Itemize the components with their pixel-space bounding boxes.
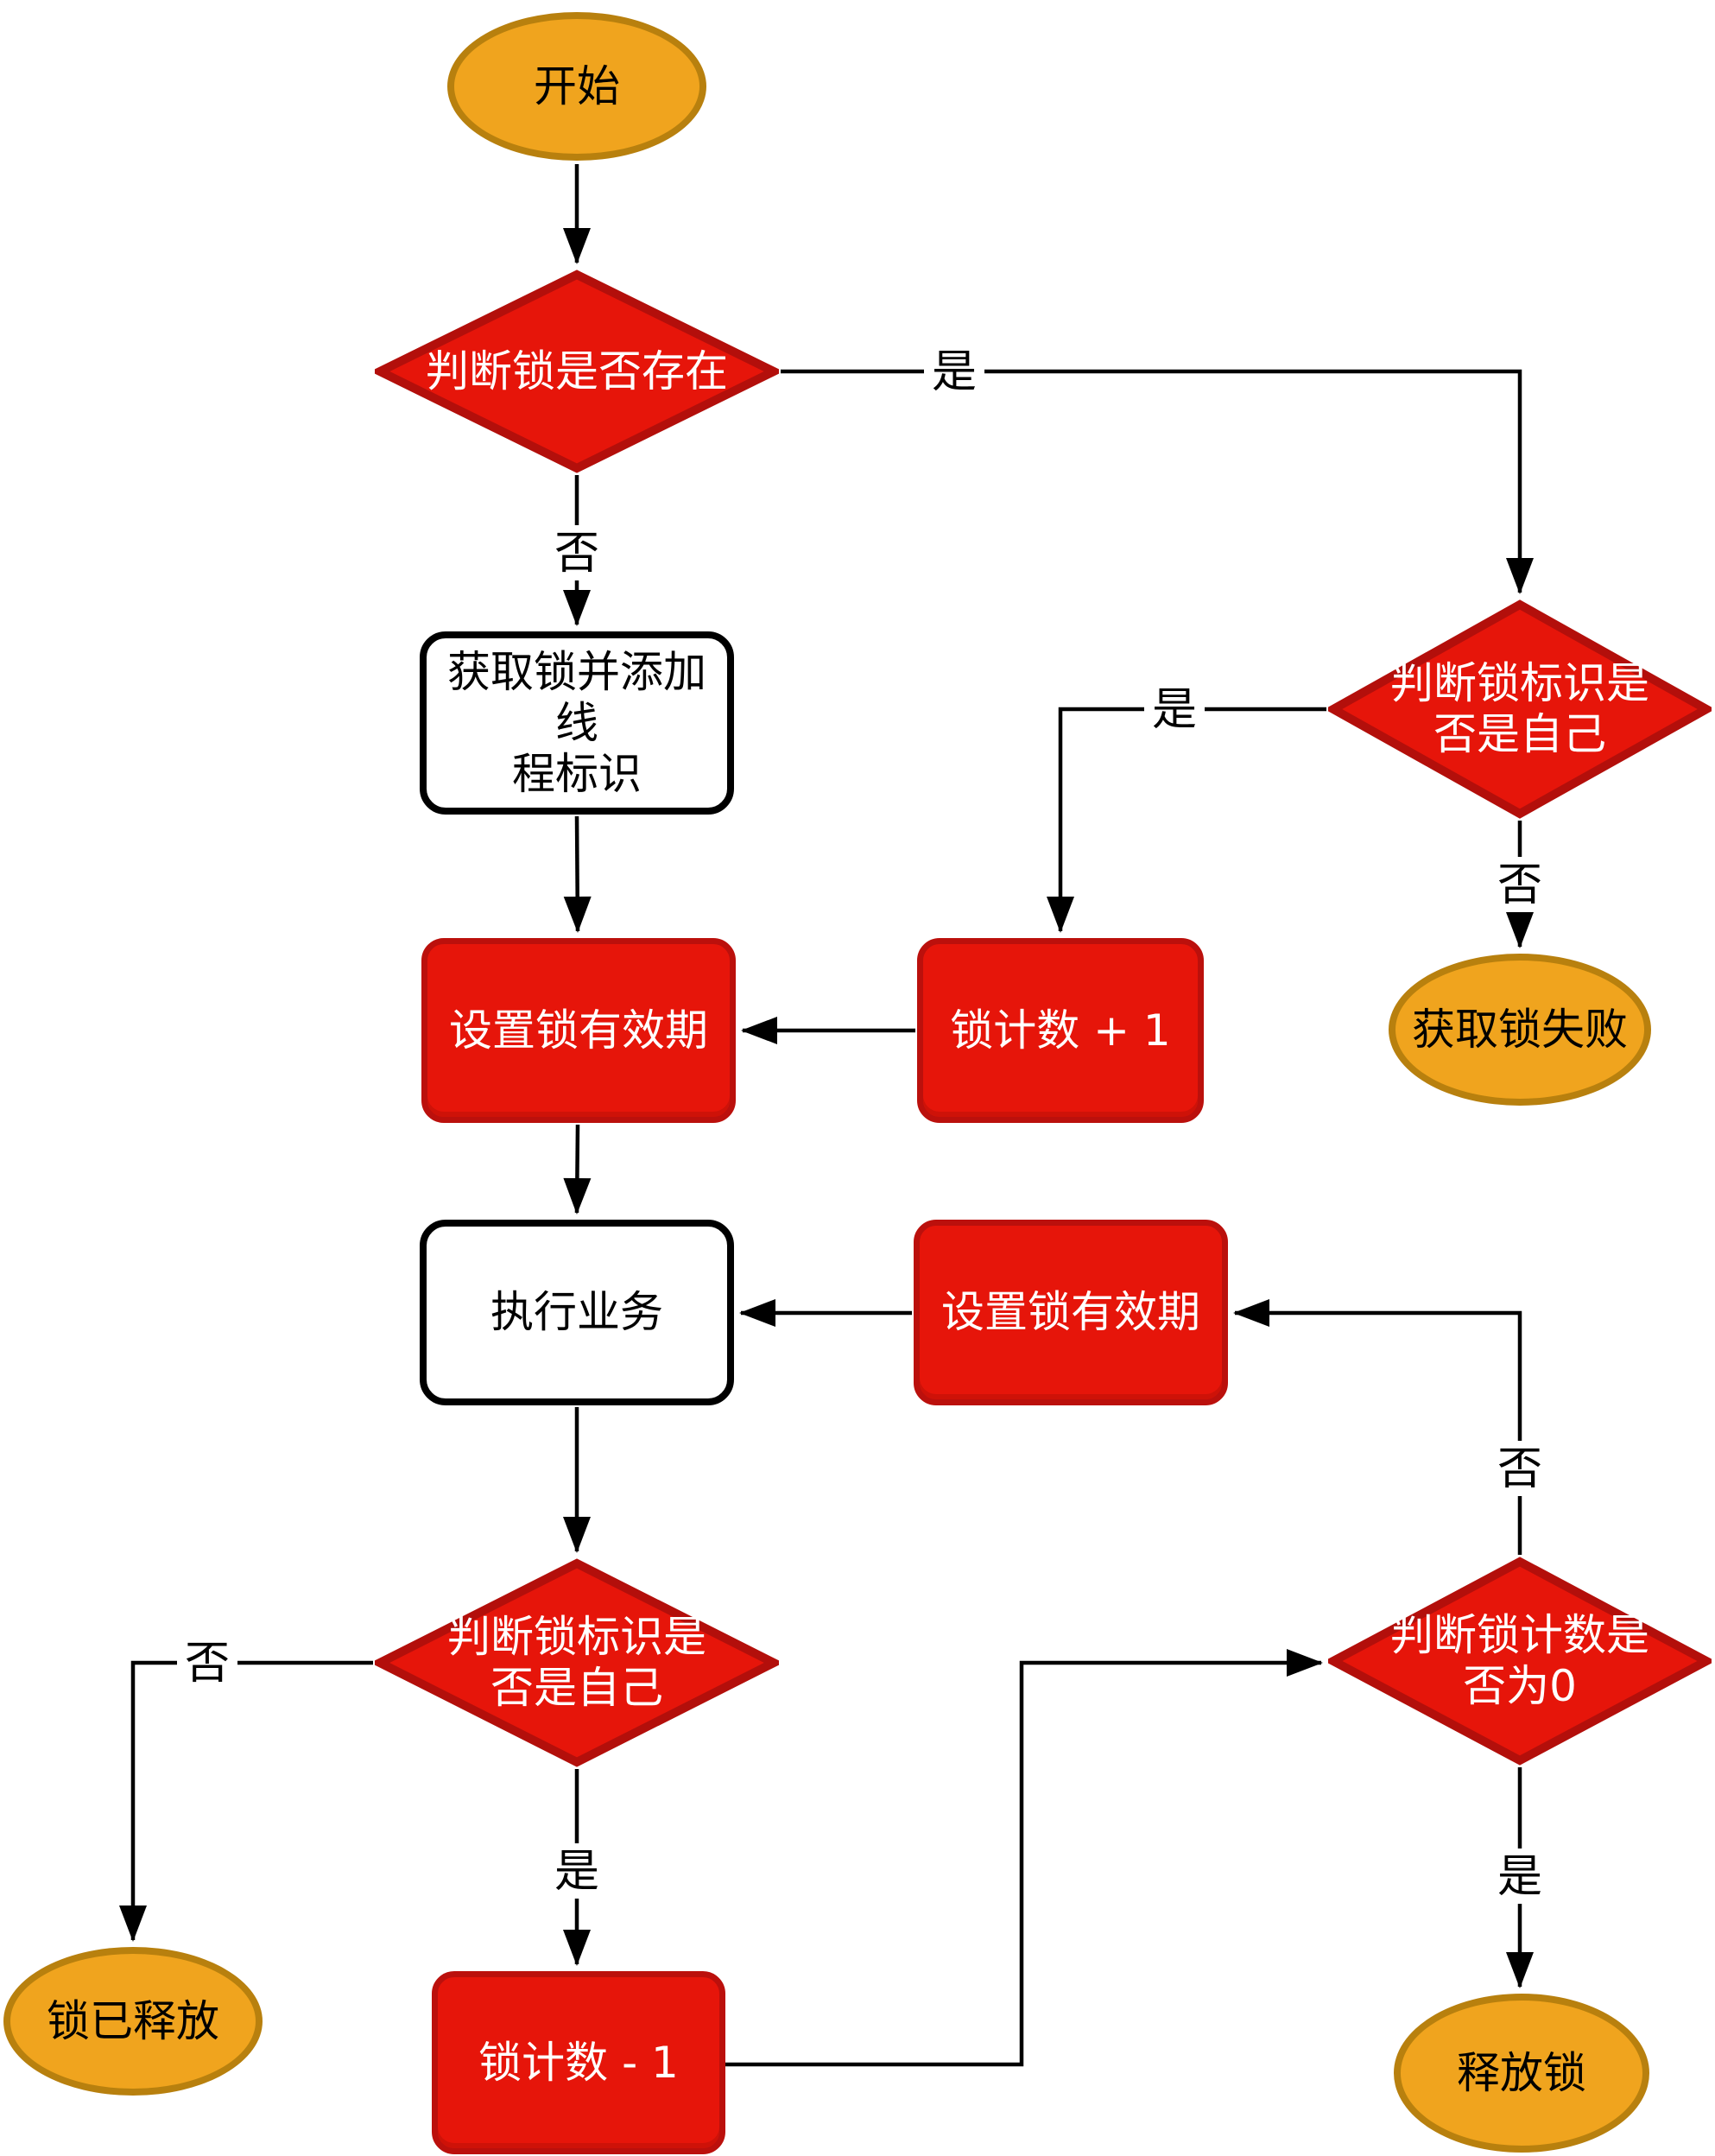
svg-text:是: 是 [932, 346, 977, 398]
svg-text:否: 否 [554, 528, 599, 580]
edge-label-count-zero-no: 否 [1490, 1441, 1550, 1496]
node-acquire-lock-add-thread-id-label: 获取锁并添加线 程标识 [447, 646, 706, 799]
edge-check-exists-yes-to-check-self-top [781, 369, 1534, 594]
edge-count-zero-no-to-set-expiry-2 [1233, 1299, 1522, 1555]
node-lock-count-minus-1-label: 锁计数 - 1 [478, 2037, 679, 2088]
node-acquire-lock-failed: 获取锁失败 [1389, 954, 1651, 1106]
diamond-shape [375, 1558, 779, 1767]
node-set-lock-expiry-2: 设置锁有效期 [914, 1220, 1228, 1405]
diamond-shape [1328, 1557, 1712, 1766]
node-check-lock-exists: 判断锁是否存在 [375, 270, 779, 473]
edge-label-self-bottom-yes: 是 [547, 1843, 607, 1899]
node-lock-released-label: 锁已释放 [47, 1995, 219, 2046]
svg-text:否: 否 [1497, 859, 1542, 911]
svg-text:否: 否 [185, 1638, 230, 1690]
node-start-label: 开始 [534, 60, 620, 111]
svg-text:是: 是 [1497, 1851, 1542, 1903]
node-set-lock-expiry-1: 设置锁有效期 [421, 938, 736, 1123]
node-set-lock-expiry-2-label: 设置锁有效期 [941, 1287, 1200, 1337]
node-release-lock: 释放锁 [1394, 1994, 1649, 2153]
edge-acquire-lock-to-set-expiry-1 [563, 815, 592, 933]
edge-label-exists-no: 否 [547, 525, 607, 580]
edge-check-self-bottom-no-to-lock-released [119, 1660, 373, 1942]
edge-label-self-bottom-no: 否 [177, 1635, 237, 1690]
node-check-lock-id-is-self-bottom-label: 判断锁标识是 否是自己 [447, 1612, 706, 1713]
svg-text:否: 否 [1497, 1443, 1542, 1495]
node-set-lock-expiry-1-label: 设置锁有效期 [449, 1005, 708, 1056]
edge-label-exists-yes: 是 [924, 344, 984, 399]
edge-check-self-top-yes-to-count-plus [1047, 707, 1326, 933]
node-check-lock-count-zero: 判断锁计数是 否为0 [1328, 1557, 1712, 1766]
node-lock-count-plus-1: 锁计数 + 1 [917, 938, 1204, 1123]
edge-label-count-zero-yes: 是 [1490, 1848, 1550, 1904]
node-lock-count-plus-1-label: 锁计数 + 1 [950, 1005, 1171, 1056]
diamond-shape [375, 270, 779, 473]
node-check-lock-id-is-self-top: 判断锁标识是 否是自己 [1328, 599, 1712, 819]
svg-text:是: 是 [554, 1846, 599, 1898]
node-lock-released: 锁已释放 [3, 1947, 263, 2096]
node-execute-business-label: 执行业务 [490, 1287, 663, 1337]
node-execute-business: 执行业务 [420, 1220, 734, 1405]
node-release-lock-label: 释放锁 [1457, 2047, 1586, 2098]
node-acquire-lock-add-thread-id: 获取锁并添加线 程标识 [420, 631, 734, 815]
node-check-lock-exists-label: 判断锁是否存在 [426, 346, 728, 396]
node-lock-count-minus-1: 锁计数 - 1 [432, 1971, 725, 2154]
node-check-lock-count-zero-label: 判断锁计数是 否为0 [1390, 1610, 1649, 1711]
diamond-shape [1328, 599, 1712, 819]
edge-label-self-top-yes: 是 [1144, 682, 1205, 737]
edge-count-minus-to-check-count-zero [725, 1649, 1323, 2067]
node-acquire-lock-failed-label: 获取锁失败 [1412, 1004, 1628, 1055]
svg-text:是: 是 [1152, 684, 1197, 736]
node-start: 开始 [447, 12, 706, 161]
edge-label-self-top-no: 否 [1490, 857, 1550, 912]
edge-set-expiry-1-to-execute [563, 1124, 592, 1214]
node-check-lock-id-is-self-top-label: 判断锁标识是 否是自己 [1390, 658, 1649, 759]
node-check-lock-id-is-self-bottom: 判断锁标识是 否是自己 [375, 1558, 779, 1767]
